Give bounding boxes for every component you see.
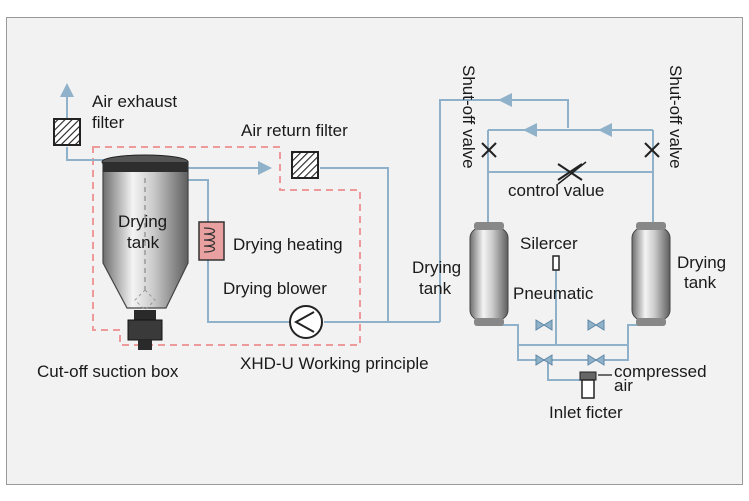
air-return-filter-icon: [291, 151, 319, 179]
label-air: air: [614, 376, 633, 395]
label-air-return-filter: Air return filter: [241, 121, 348, 140]
label-cutoff-suction-box: Cut-off suction box: [37, 362, 179, 381]
right-pipes: [487, 123, 654, 381]
silencer-icon: [552, 255, 560, 271]
label-drying-tank-mid-1: Drying: [412, 258, 461, 277]
drying-heating-icon: [198, 221, 225, 261]
label-drying-tank-left-2: tank: [127, 233, 160, 252]
inlet-filter-icon: [579, 371, 597, 399]
label-air-exhaust: Air exhaust: [92, 92, 177, 111]
label-pneumatic: Pneumatic: [513, 284, 594, 303]
shutoff-valve-right-icon: [644, 142, 660, 158]
dashed-boundary: [92, 146, 361, 346]
label-shutoff-valve-right: Shut-off valve: [666, 65, 685, 169]
label-drying-tank-mid-2: tank: [419, 279, 452, 298]
drying-tank-left-icon: [101, 154, 189, 350]
drying-tank-mid-icon: [469, 222, 509, 326]
pneumatic-valves-icon: [535, 319, 605, 366]
label-drying-tank-right-2: tank: [684, 273, 717, 292]
label-control-value: control value: [508, 181, 604, 200]
label-drying-heating: Drying heating: [233, 235, 343, 254]
label-drying-tank-left-1: Drying: [118, 212, 167, 231]
label-compressed: compressed: [614, 362, 707, 381]
label-air-exhaust-filter: filter: [92, 113, 124, 132]
label-drying-blower: Drying blower: [223, 279, 327, 298]
label-shutoff-valve-left: Shut-off valve: [459, 65, 478, 169]
drying-tank-right-icon: [631, 222, 671, 326]
label-drying-tank-right-1: Drying: [677, 253, 726, 272]
label-inlet-filter: Inlet ficter: [549, 403, 623, 422]
control-valve-icon: [557, 161, 587, 185]
label-silencer: Silercer: [520, 234, 578, 253]
air-exhaust-filter-icon: [53, 118, 81, 146]
drying-blower-icon: [289, 305, 323, 339]
page-title: XHD-U Working principle: [240, 354, 429, 373]
shutoff-valve-left-icon: [481, 142, 497, 158]
